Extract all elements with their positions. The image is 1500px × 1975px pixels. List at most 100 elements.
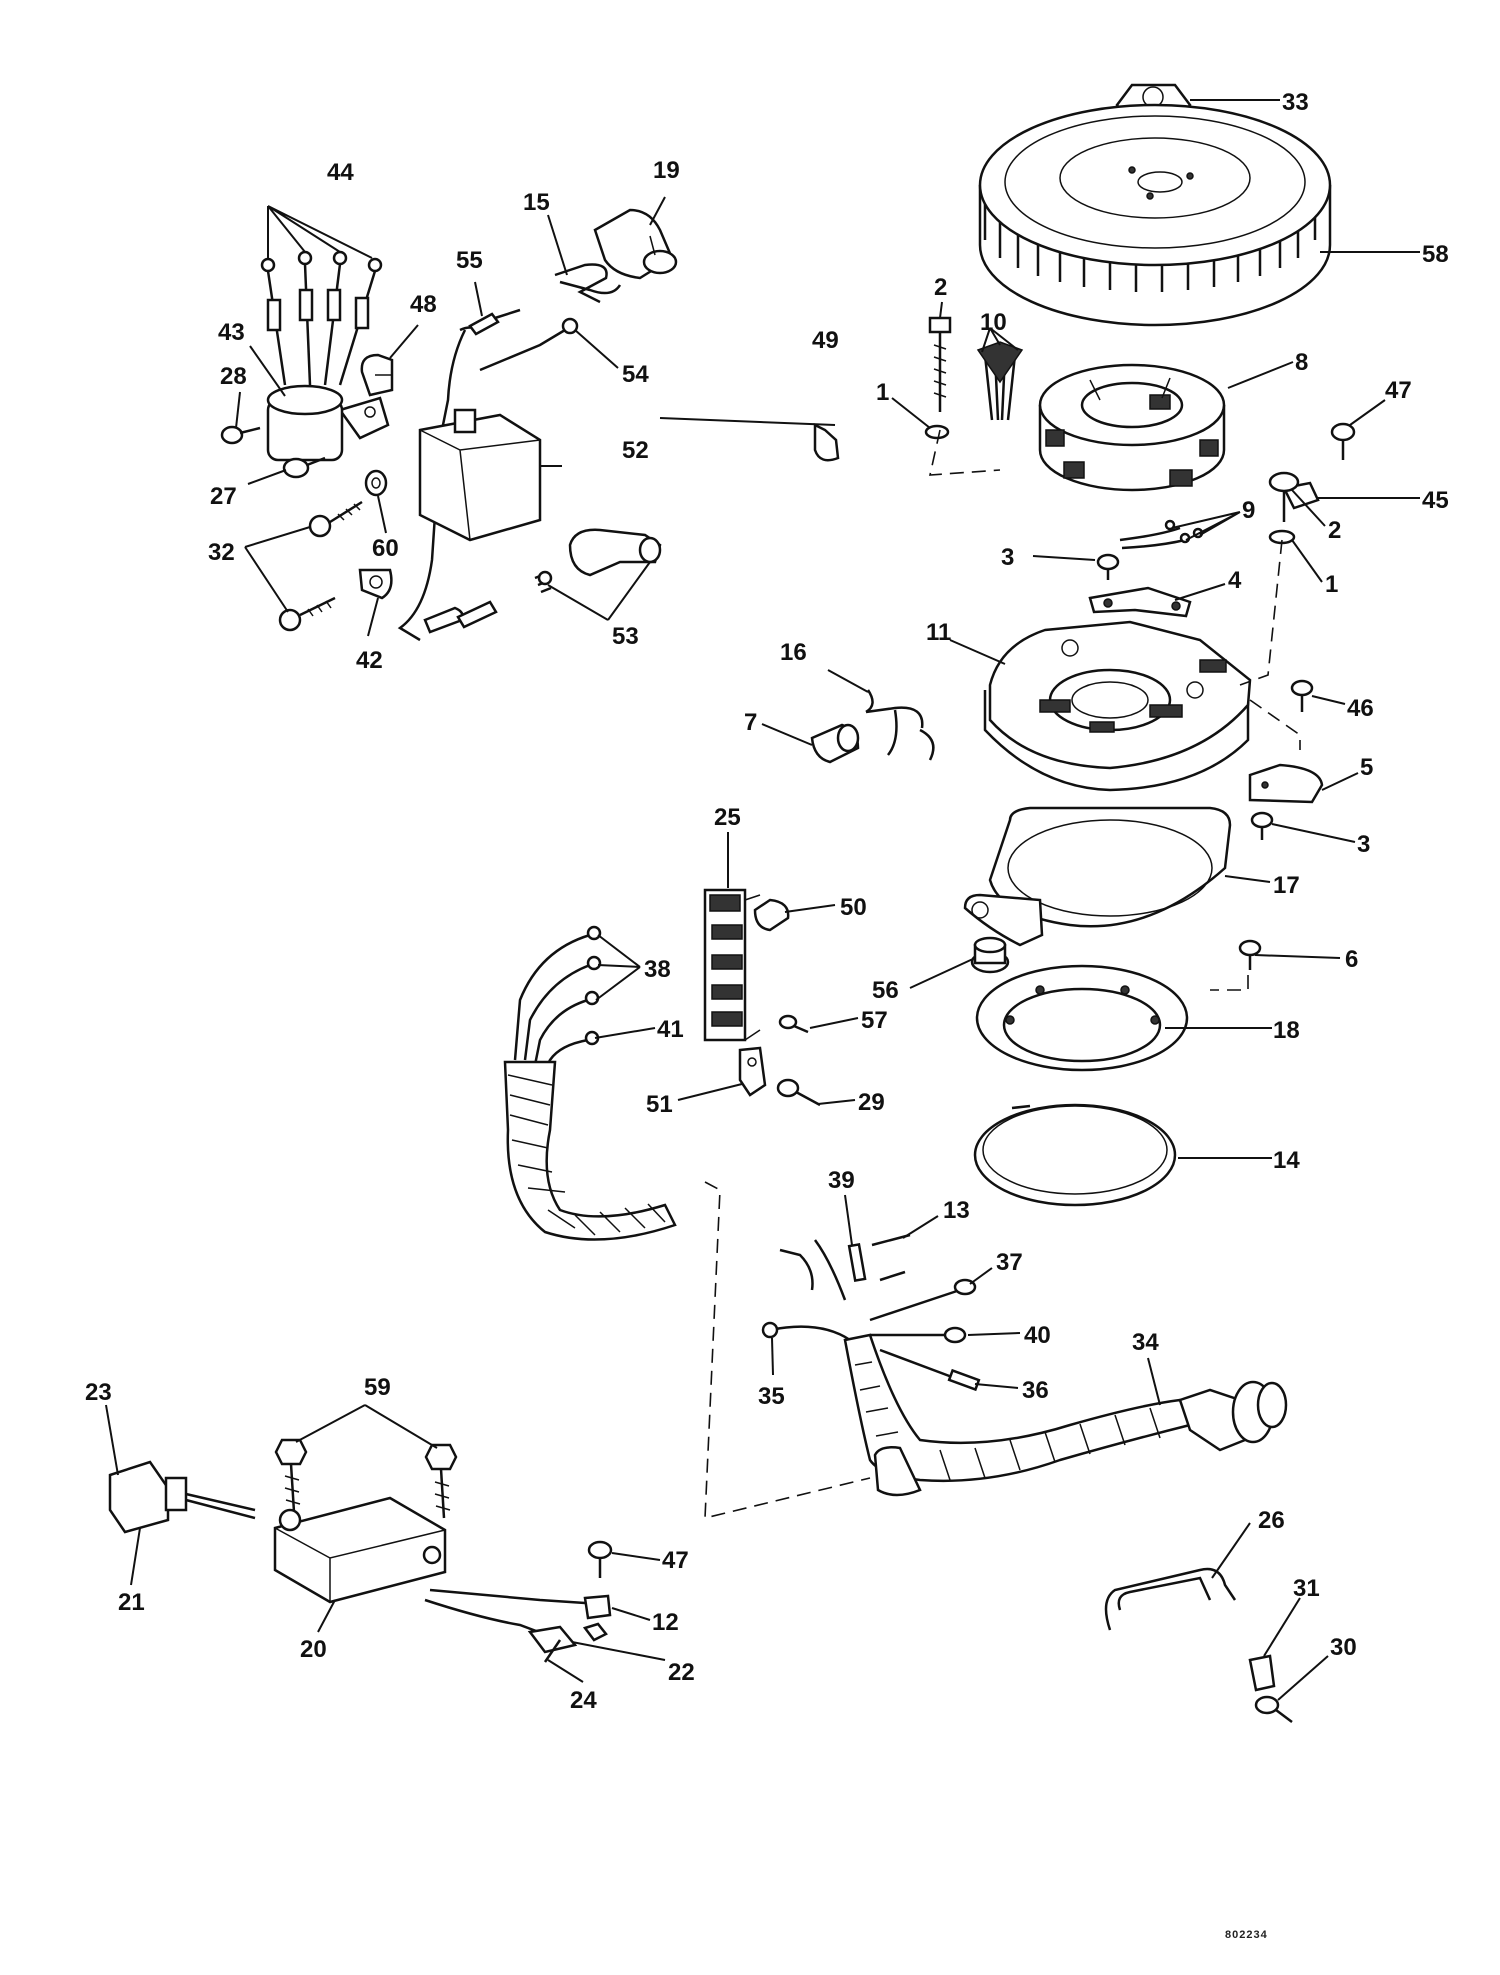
- callout-20: 20: [300, 1636, 327, 1663]
- part-34-main-harness: [769, 1239, 1288, 1497]
- callout-55: 55: [456, 247, 483, 274]
- part-51-clip: [738, 1046, 767, 1097]
- callout-37: 37: [996, 1249, 1023, 1276]
- part-14-snap-ring: [973, 1103, 1177, 1207]
- part-12-clip: [582, 1594, 612, 1642]
- part-8-stator: [1038, 363, 1226, 492]
- part-10-stator-leads: [976, 341, 1024, 421]
- part-1-lockwasher: [924, 424, 950, 440]
- callout-11: 11: [926, 619, 951, 646]
- callout-10: 10: [980, 309, 1007, 336]
- part-3-screw-lower: [1250, 811, 1274, 840]
- part-9-leads: [1119, 519, 1204, 550]
- part-15-clip: [554, 263, 622, 304]
- callout-36: 36: [1022, 1377, 1049, 1404]
- part-19-spark-boot: [593, 208, 678, 280]
- part-7-connector: [810, 723, 860, 764]
- part-38-41-harness-leads: [503, 925, 677, 1241]
- callout-27: 27: [210, 483, 237, 510]
- part-16-spring: [865, 689, 935, 761]
- part-56-spacer: [970, 936, 1010, 974]
- callout-22: 22: [668, 1659, 695, 1686]
- callout-38: 38: [644, 956, 671, 983]
- callout-57: 57: [861, 1007, 888, 1034]
- part-42-clamp: [358, 568, 393, 600]
- part-18-retainer-ring: [975, 964, 1189, 1072]
- part-27-screw: [282, 456, 326, 479]
- callout-35: 35: [758, 1383, 785, 1410]
- callout-3-upper: 3: [1001, 544, 1014, 571]
- callout-32: 32: [208, 539, 235, 566]
- part-26-wire-clip: [1104, 1567, 1237, 1631]
- part-49-clip: [813, 422, 840, 462]
- callout-28: 28: [220, 363, 247, 390]
- part-2-screw-right: [1268, 471, 1300, 522]
- part-52-ignition-coil: [397, 326, 542, 642]
- part-31-clip: [1248, 1654, 1276, 1692]
- part-59-bolt-left: [274, 1438, 308, 1513]
- part-47-screw-lower: [587, 1540, 613, 1578]
- part-4-retainer: [1088, 586, 1192, 618]
- callout-47-upper: 47: [1385, 377, 1412, 404]
- leader-lines: [105, 99, 1420, 1701]
- callout-60: 60: [372, 535, 399, 562]
- part-23-21-connector: [108, 1460, 256, 1534]
- callout-labels: 33 58 2 10 49 1 8 47 45 9 2 1 3 4 11 16 …: [85, 89, 1449, 1714]
- dashed-leader-stator: [928, 429, 1001, 476]
- callout-43: 43: [218, 319, 245, 346]
- part-5-bracket: [1248, 763, 1324, 804]
- dashed-leader-harness: [704, 1181, 871, 1520]
- callout-25: 25: [714, 804, 741, 831]
- callout-4: 4: [1228, 567, 1242, 594]
- part-54-wire-terminal: [479, 317, 579, 372]
- callout-40: 40: [1024, 1322, 1051, 1349]
- part-32-bolt-lower: [278, 596, 336, 632]
- callout-2-upper: 2: [934, 274, 947, 301]
- part-24-22-sensor-lead: [527, 1625, 578, 1663]
- callout-17: 17: [1273, 872, 1300, 899]
- callout-9: 9: [1242, 497, 1255, 524]
- callout-1-upper: 1: [876, 379, 889, 406]
- callout-33: 33: [1282, 89, 1309, 116]
- callout-14: 14: [1273, 1147, 1300, 1174]
- callout-56: 56: [872, 977, 899, 1004]
- part-60-washer: [364, 469, 388, 497]
- part-40-lead-terminal: [943, 1326, 967, 1344]
- part-6-screw: [1238, 939, 1262, 970]
- part-58-flywheel: [978, 103, 1332, 327]
- callout-26: 26: [1258, 1507, 1285, 1534]
- callout-48: 48: [410, 291, 437, 318]
- callout-54: 54: [622, 361, 649, 388]
- callout-3-lower: 3: [1357, 831, 1370, 858]
- callout-5: 5: [1360, 754, 1373, 781]
- callout-45: 45: [1422, 487, 1449, 514]
- callout-30: 30: [1330, 1634, 1357, 1661]
- part-48-clip: [360, 353, 394, 397]
- part-36-lead-terminal: [947, 1368, 981, 1392]
- callout-59: 59: [364, 1374, 391, 1401]
- part-32-bolt-upper: [308, 500, 363, 538]
- callout-15: 15: [523, 189, 550, 216]
- part-28-screw: [220, 425, 261, 445]
- callout-8: 8: [1295, 349, 1308, 376]
- callout-52: 52: [622, 437, 649, 464]
- callout-12: 12: [652, 1609, 679, 1636]
- dashed-leader-plate: [1249, 699, 1301, 750]
- part-55-terminal: [468, 308, 521, 336]
- part-2-stator-screw: [928, 316, 952, 412]
- callout-18: 18: [1273, 1017, 1300, 1044]
- callout-23: 23: [85, 1379, 112, 1406]
- callout-46: 46: [1347, 695, 1374, 722]
- dashed-leader-screw-right: [1239, 539, 1283, 686]
- part-47-screw-upper: [1330, 422, 1356, 460]
- callout-39: 39: [828, 1167, 855, 1194]
- part-43-solenoid: [266, 384, 390, 462]
- callout-6: 6: [1345, 946, 1358, 973]
- part-44-terminals: [260, 250, 383, 386]
- part-29-screw: [776, 1078, 821, 1107]
- callout-16: 16: [780, 639, 807, 666]
- callout-2-right: 2: [1328, 517, 1341, 544]
- callout-21: 21: [118, 1589, 145, 1616]
- part-3-screw-upper: [1096, 553, 1120, 580]
